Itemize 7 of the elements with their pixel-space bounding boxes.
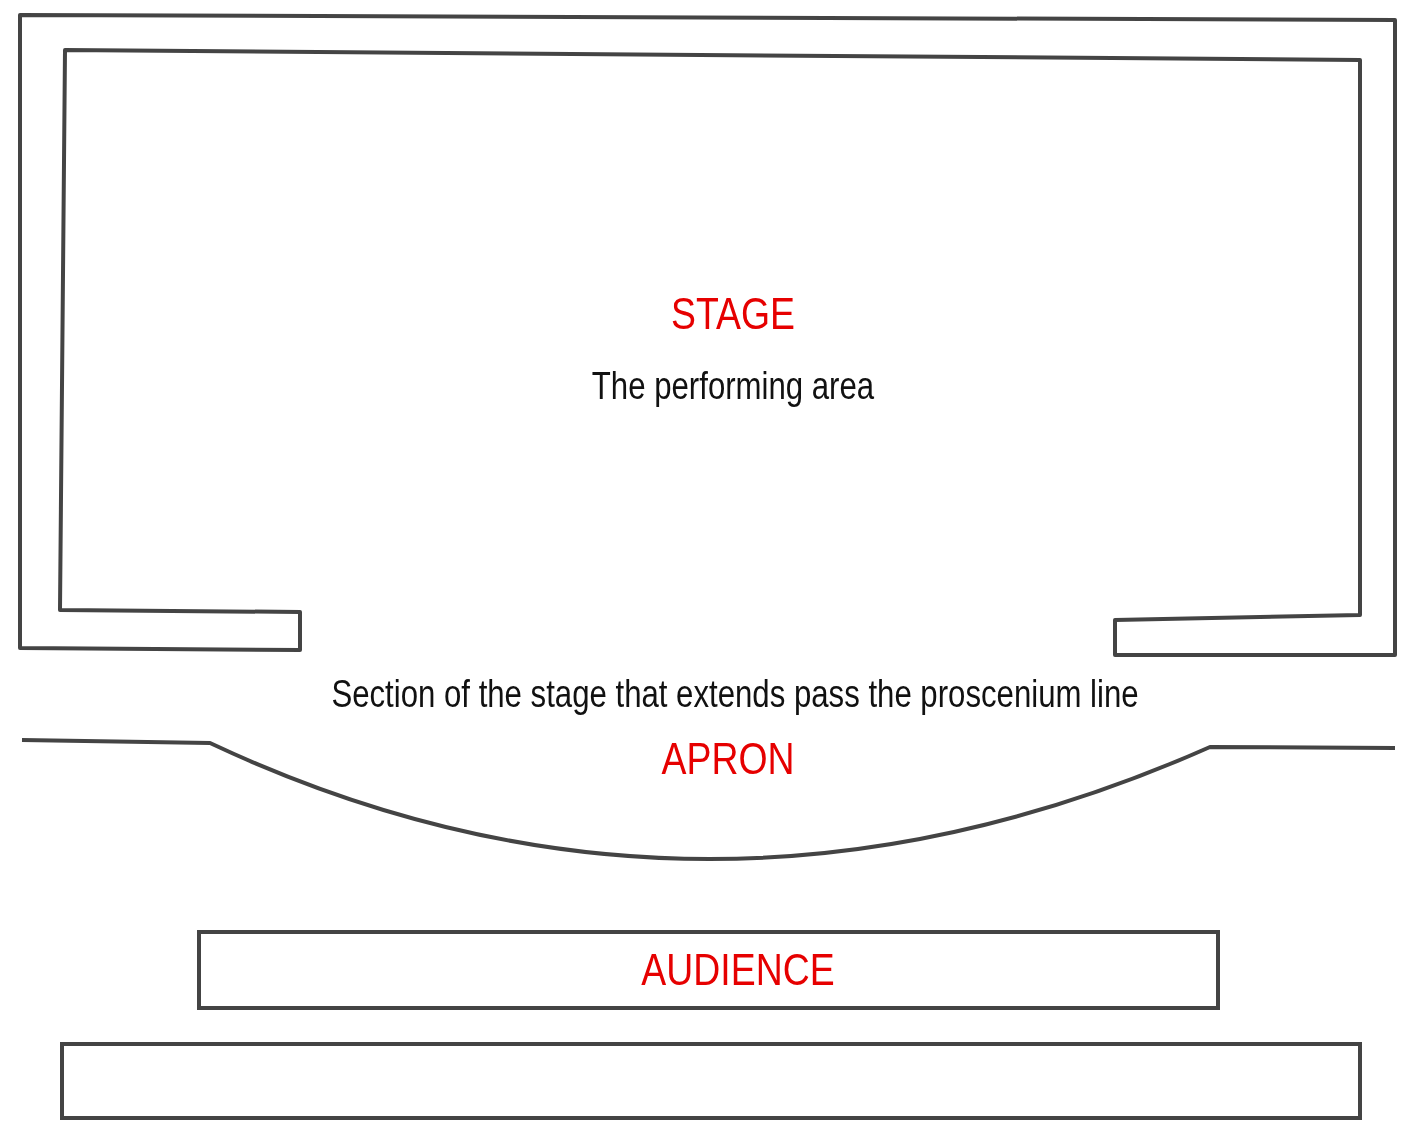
seating-row [60, 1042, 1362, 1120]
area-title: STAGE [671, 292, 795, 336]
seating-row [197, 930, 1220, 1010]
area-description: The performing area [591, 367, 875, 405]
area-title: AUDIENCE [641, 948, 835, 992]
area-description: Section of the stage that extends pass the proscenium line [331, 675, 1139, 713]
area-title: APRON [661, 737, 795, 781]
